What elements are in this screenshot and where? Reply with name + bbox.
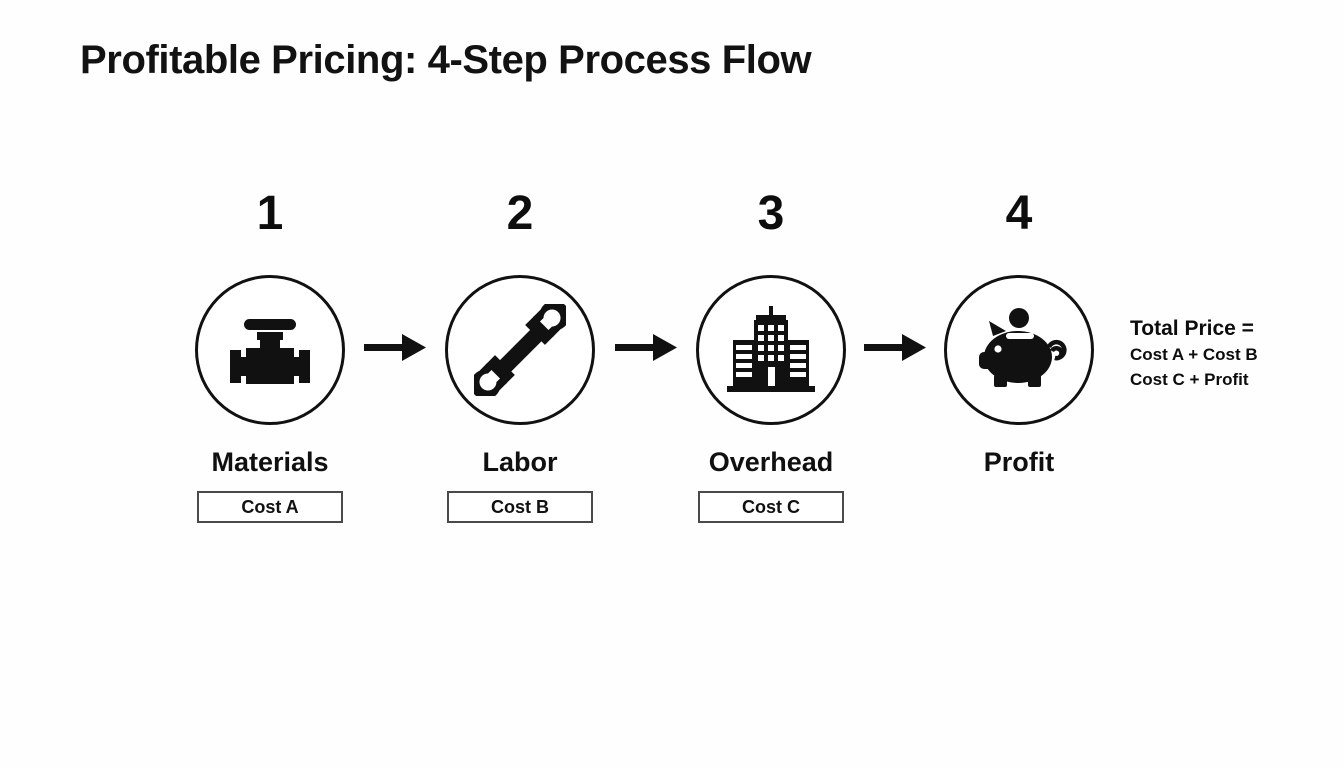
- arrow-right-icon-1: [364, 330, 428, 366]
- step-number-4: 4: [1005, 187, 1033, 240]
- wrench-icon: [474, 304, 566, 396]
- process-step-labor[interactable]: 2: [395, 187, 645, 524]
- step-number-3: 3: [757, 187, 785, 240]
- cost-box-c-label: Cost C: [742, 496, 800, 517]
- step-label-overhead: Overhead: [708, 447, 834, 477]
- process-flow-diagram: 1: [0, 190, 1344, 570]
- formula-heading: Total Price =: [1130, 317, 1254, 340]
- cost-box-b[interactable]: Cost B: [447, 491, 593, 524]
- process-step-overhead[interactable]: 3: [646, 187, 896, 524]
- step-label-profit: Profit: [983, 447, 1055, 477]
- step-icon-circle-materials: [195, 275, 345, 425]
- step-number-2: 2: [506, 187, 534, 240]
- step-number-1: 1: [256, 187, 284, 240]
- arrow-right-icon-3: [864, 330, 928, 366]
- process-step-materials[interactable]: 1: [145, 187, 395, 524]
- office-building-icon: [723, 304, 819, 396]
- formula-line-1: Cost A + Cost B: [1130, 344, 1258, 364]
- step-icon-circle-overhead: [696, 275, 846, 425]
- cost-box-a[interactable]: Cost A: [197, 491, 343, 524]
- step-icon-circle-labor: [445, 275, 595, 425]
- step-label-materials: Materials: [211, 447, 329, 477]
- step-label-labor: Labor: [482, 447, 558, 477]
- step-icon-circle-profit: [944, 275, 1094, 425]
- process-step-profit[interactable]: 4: [894, 190, 1144, 523]
- cost-box-b-label: Cost B: [491, 496, 549, 517]
- pipe-valve-icon: [222, 307, 318, 393]
- total-price-formula: Total Price = Cost A + Cost B Cost C + P…: [1130, 316, 1330, 392]
- arrow-right-icon-2: [615, 330, 679, 366]
- formula-line-2: Cost C + Profit: [1130, 369, 1249, 389]
- cost-box-c[interactable]: Cost C: [698, 491, 844, 524]
- page-title: Profitable Pricing: 4-Step Process Flow: [80, 38, 812, 82]
- piggy-bank-icon: [969, 305, 1069, 395]
- cost-box-a-label: Cost A: [241, 496, 299, 517]
